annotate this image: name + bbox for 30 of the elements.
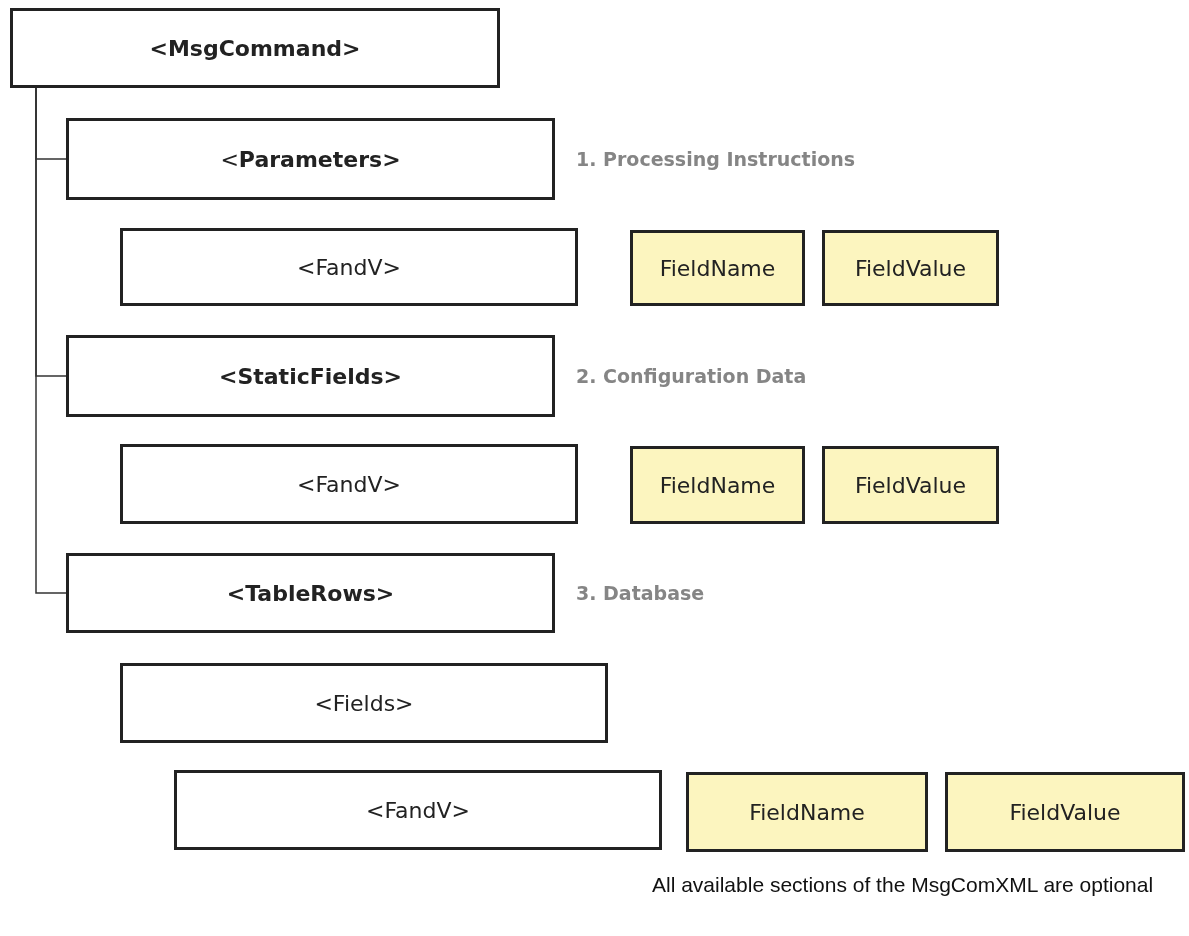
element-name: <TableRows> — [226, 580, 395, 606]
element-box — [10, 8, 500, 88]
element-name: FieldValue — [854, 255, 967, 281]
field-box — [822, 446, 999, 524]
element-box — [120, 228, 578, 306]
field-box — [630, 446, 805, 524]
element-name: <StaticFields> — [218, 363, 402, 389]
element-name: FieldName — [659, 472, 776, 498]
field-box — [630, 230, 805, 306]
element-name: <MsgCommand> — [149, 35, 361, 61]
section-label: 2. Configuration Data — [576, 365, 807, 387]
element-name: FieldName — [749, 799, 865, 825]
element-name: <FandV> — [297, 471, 401, 497]
section-label: 1. Processing Instructions — [576, 148, 856, 170]
section-label: 3. Database — [576, 582, 705, 604]
element-box — [120, 444, 578, 524]
element-box — [174, 770, 662, 850]
field-box — [945, 772, 1185, 852]
field-box — [686, 772, 928, 852]
tree-connector — [35, 87, 67, 594]
field-box — [822, 230, 999, 306]
note-text: All available sections of the MsgComXML are optional — [652, 872, 1155, 898]
element-name: <FandV> — [297, 254, 401, 280]
element-name: <Fields> — [314, 690, 414, 716]
element-name: FieldName — [659, 255, 776, 281]
element-box — [120, 663, 608, 743]
element-name: <Parameters> — [220, 146, 401, 172]
element-name: FieldValue — [854, 472, 967, 498]
element-name: FieldValue — [1009, 799, 1121, 825]
element-name: <FandV> — [366, 797, 470, 823]
